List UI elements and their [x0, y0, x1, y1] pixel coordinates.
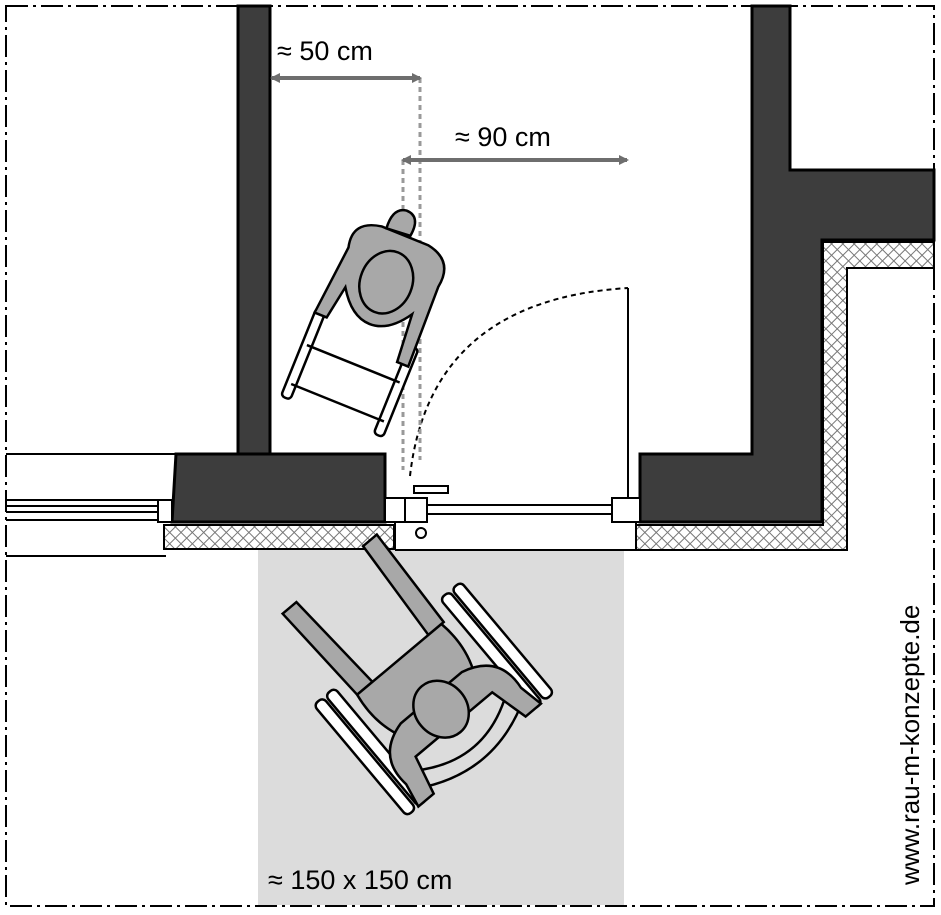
window-left: [6, 453, 176, 557]
dimension-arrows: [270, 73, 629, 165]
door: [384, 287, 641, 551]
website-label: www.rau-m-konzepte.de: [895, 605, 925, 886]
left-wall: [170, 4, 387, 524]
side-clearance-label: ≈ 50 cm: [277, 36, 373, 66]
wheelchair-user-icon: [280, 208, 446, 438]
plan-border: [5, 5, 935, 907]
right-wall: [638, 4, 936, 524]
insulation-hatch: [163, 241, 935, 551]
turning-wheelchair-user-icon: [280, 532, 554, 816]
door-width-label: ≈ 90 cm: [455, 122, 551, 152]
turning-area-label: ≈ 150 x 150 cm: [268, 865, 452, 895]
